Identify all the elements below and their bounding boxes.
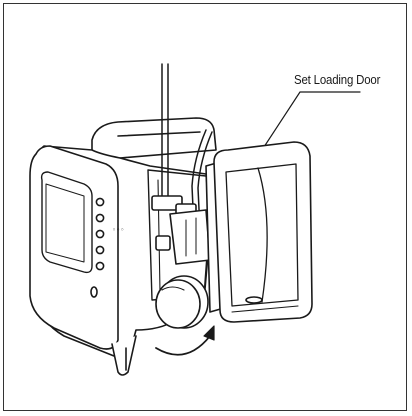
- cassette-clip-upper: [151, 195, 183, 211]
- door-inner-panel: [225, 163, 299, 307]
- door-rim-lower: [231, 305, 299, 313]
- door-latch: [245, 296, 263, 304]
- rotor-knob-front: [155, 279, 201, 329]
- cassette-detail: [185, 217, 197, 257]
- rotation-arrow-head: [203, 325, 215, 341]
- bezel-power-button: [90, 286, 98, 298]
- pump-display-screen: [40, 171, 93, 274]
- bezel-button-2: [95, 213, 105, 223]
- figure-frame: [3, 3, 407, 411]
- bezel-button-1: [95, 197, 105, 207]
- tubing-right: [191, 129, 213, 231]
- pump-base-foot: [111, 335, 137, 376]
- cassette-clip-small: [155, 235, 171, 251]
- callout-leader-line: [261, 91, 361, 151]
- tubing-left: [161, 63, 169, 201]
- rotation-arrow-arc: [155, 335, 211, 356]
- pump-display-inner: [45, 183, 85, 263]
- callout-set-loading-door: Set Loading Door: [294, 72, 381, 87]
- rotor-knob-ridge: [161, 286, 185, 291]
- bezel-button-4: [95, 245, 105, 255]
- bezel-button-3: [95, 229, 105, 239]
- bezel-button-5: [95, 261, 105, 271]
- pump-top-housing-edge: [117, 131, 201, 137]
- door-grip-edge: [257, 167, 268, 303]
- cassette-body: [169, 209, 211, 265]
- bezel-logo-mark: ◦◦◦: [112, 226, 124, 234]
